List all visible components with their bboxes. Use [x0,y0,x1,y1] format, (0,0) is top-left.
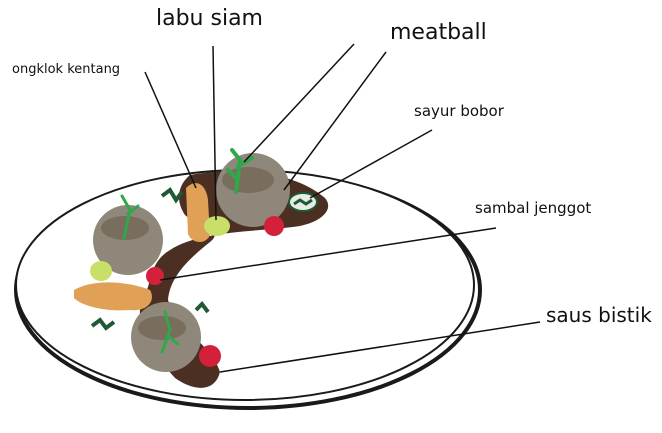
sambal-jenggot-left [146,267,164,285]
label-sayur-bobor: sayur bobor [414,104,504,119]
label-labu-siam: labu siam [156,8,263,30]
meatball-front-sear [138,316,186,340]
sambal-jenggot-back [264,216,284,236]
sayur-bobor-leaves [294,200,312,204]
labu-siam-slice-left [90,261,112,281]
leader-line-meatball-1 [244,44,354,162]
leader-line-ongklok [145,72,196,188]
leader-line-sayur [310,130,432,198]
label-ongklok-kentang: ongklok kentang [12,63,120,76]
labu-siam-slice [204,216,230,236]
sambal-jenggot-front [199,345,221,367]
leader-line-meatball-2 [284,52,386,190]
label-saus-bistik: saus bistik [546,305,652,325]
label-sambal-jenggot: sambal jenggot [475,201,591,216]
label-meatball: meatball [390,22,487,44]
